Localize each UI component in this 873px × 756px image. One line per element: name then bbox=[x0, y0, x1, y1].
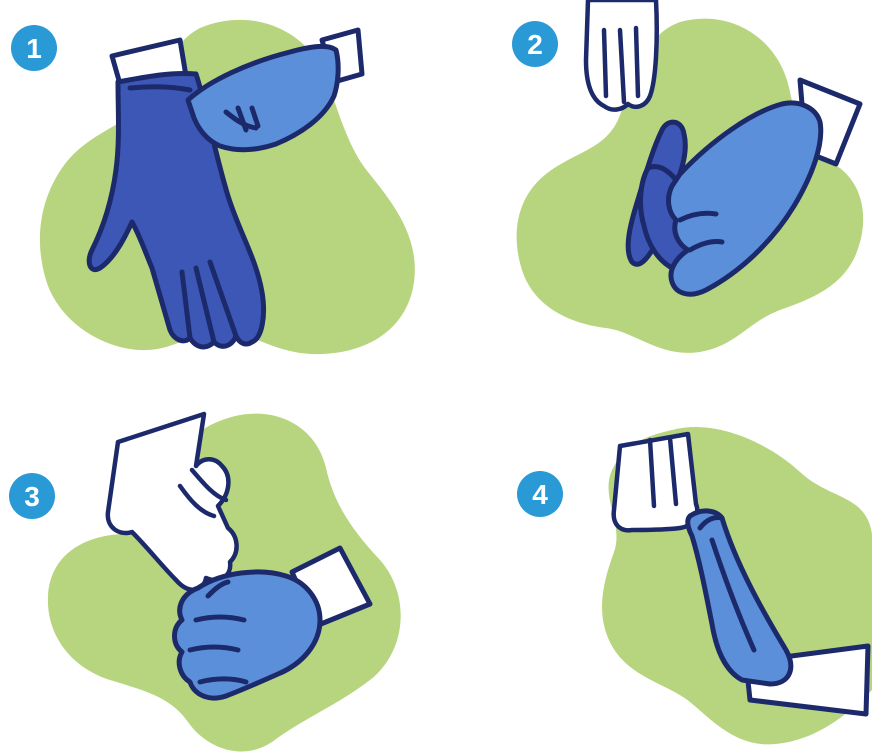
step-2-badge: 2 bbox=[512, 21, 558, 67]
step-1-badge: 1 bbox=[11, 25, 57, 71]
step-1-number: 1 bbox=[26, 33, 42, 64]
step-3-badge: 3 bbox=[9, 473, 55, 519]
step-4-number: 4 bbox=[532, 479, 548, 510]
step-2-bare-hand bbox=[586, 0, 657, 110]
step-2-number: 2 bbox=[527, 29, 543, 60]
step-2-panel: 2 bbox=[512, 0, 863, 353]
step-4-panel: 4 bbox=[517, 427, 872, 744]
step-4-bare-hand bbox=[614, 434, 698, 530]
step-1-panel: 1 bbox=[11, 20, 415, 354]
step-3-panel: 3 bbox=[9, 414, 401, 752]
step-3-number: 3 bbox=[24, 481, 40, 512]
step-4-badge: 4 bbox=[517, 471, 563, 517]
